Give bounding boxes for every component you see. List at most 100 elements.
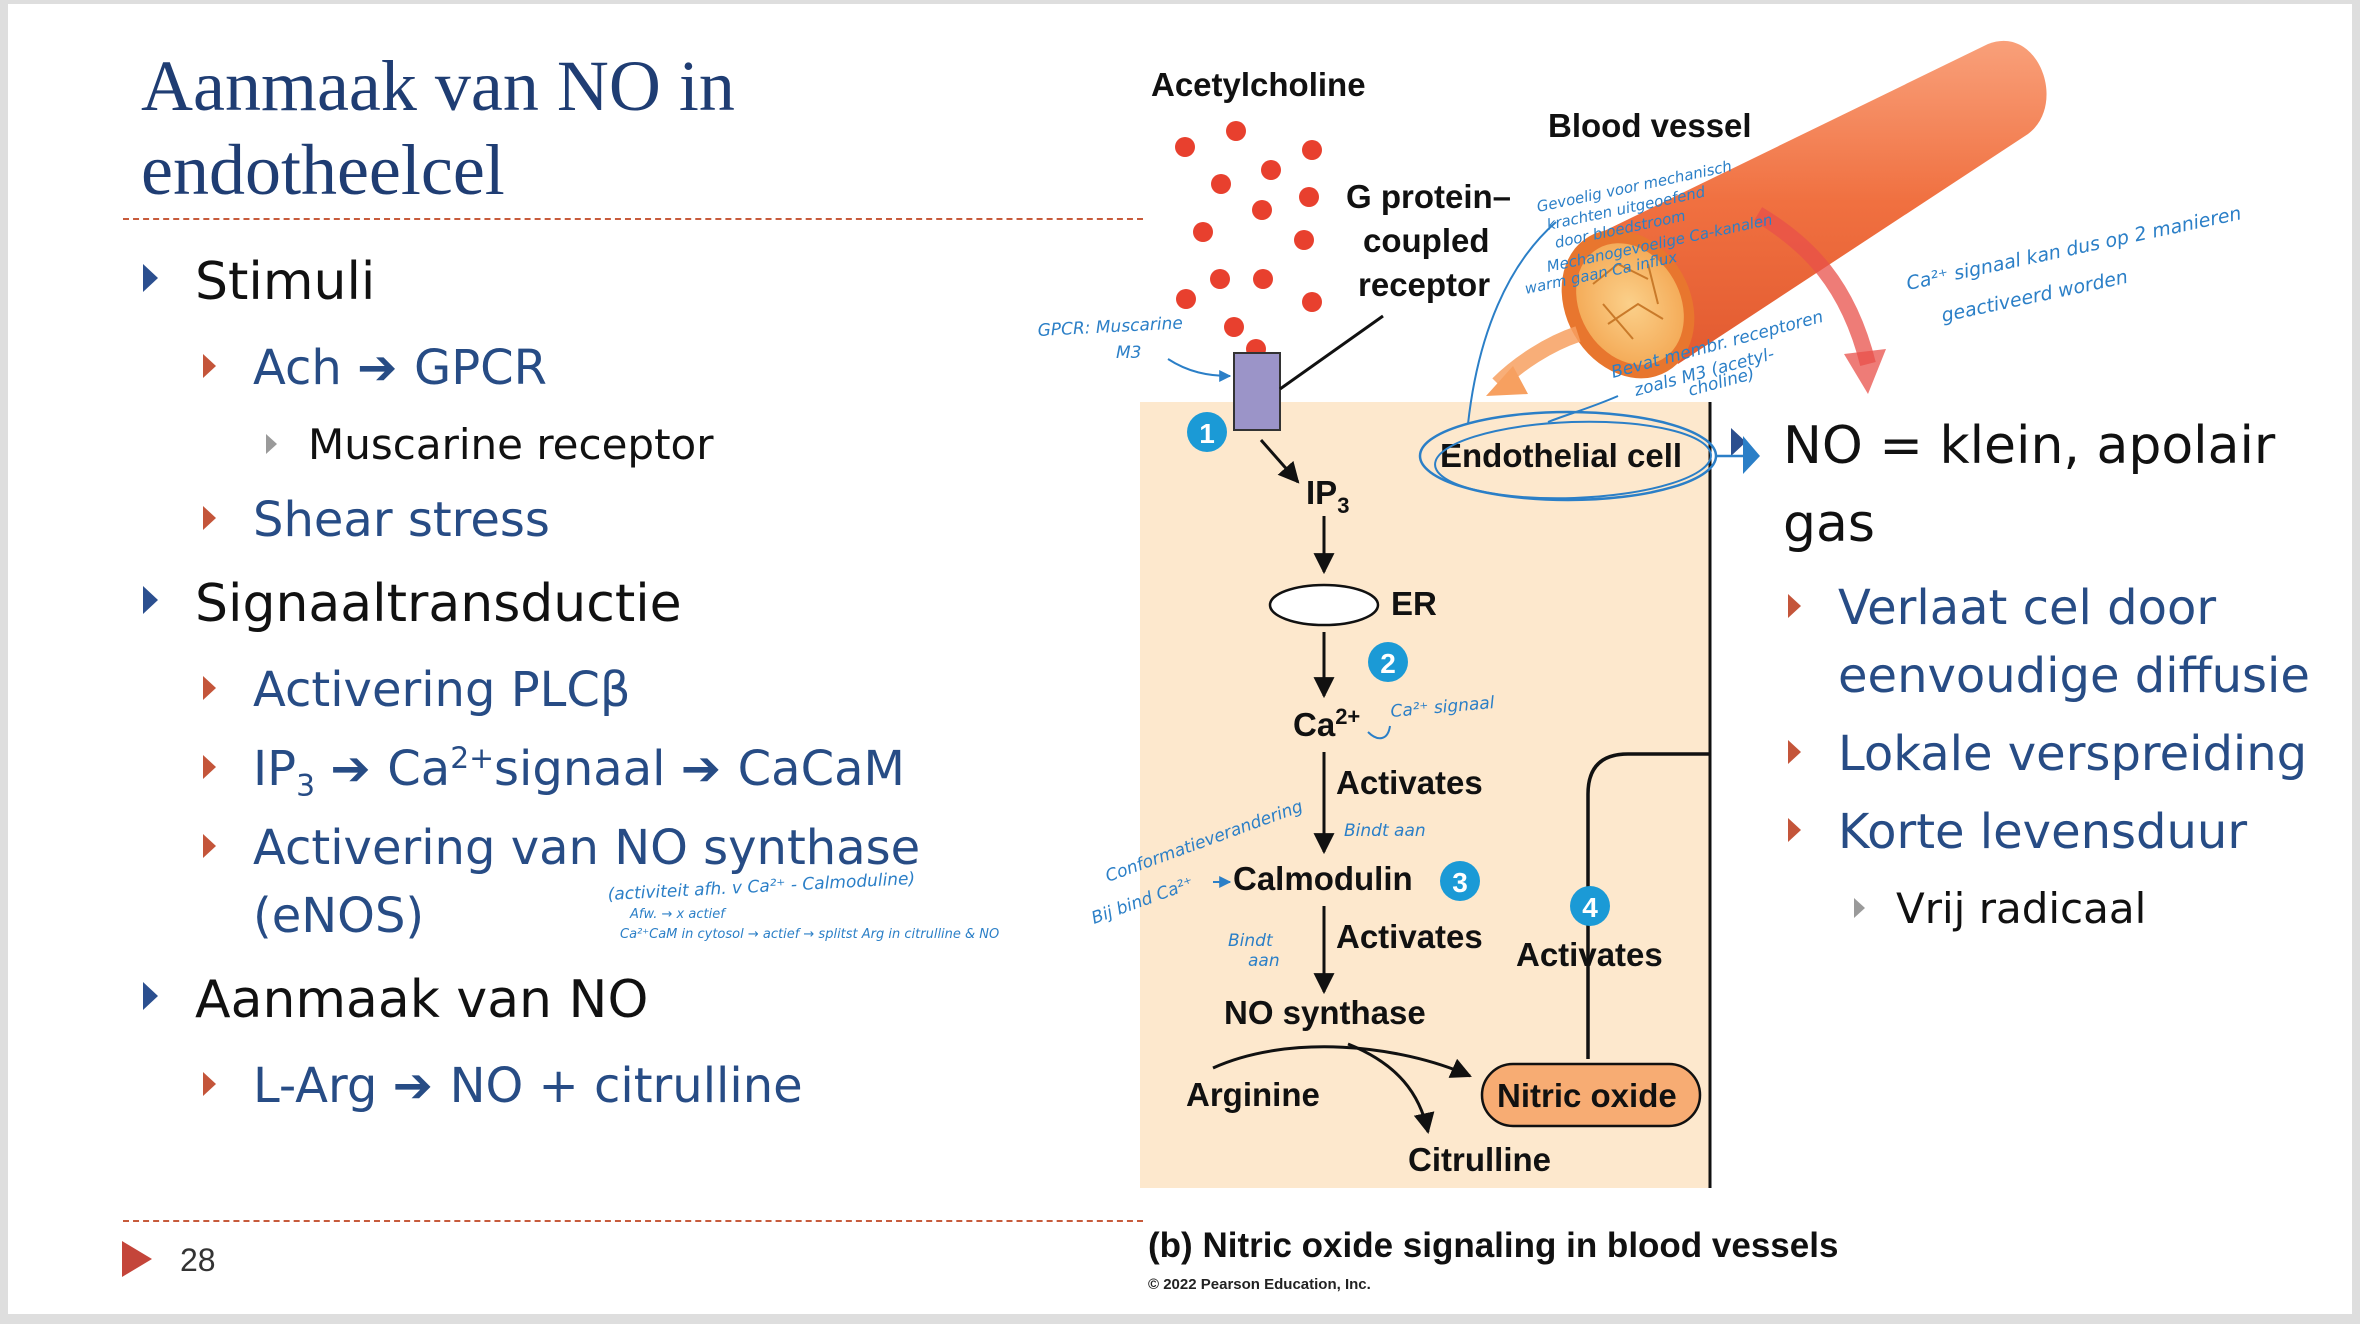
label-activates-2: Activates [1336, 918, 1483, 955]
note-activity-2: Afw. → x actief [629, 907, 727, 922]
label-gpcr-line2: coupled [1363, 222, 1490, 259]
note-gpcr-2: M3 [1116, 343, 1141, 363]
step-badge-4: 4 [1570, 886, 1610, 926]
note-circle-arrowhead-icon [1743, 436, 1760, 474]
slide-title: Aanmaak van NO in endotheelcel [141, 44, 1141, 212]
label-acetylcholine: Acetylcholine [1151, 66, 1366, 103]
note-activity-1: (activiteit afh. v Ca²⁺ - Calmoduline) [607, 869, 915, 905]
label-ca: Ca2+ [1293, 704, 1360, 743]
label-activates-1: Activates [1336, 764, 1483, 801]
bullet-marker-icon [203, 676, 216, 700]
bullet-marker-icon [1731, 428, 1746, 456]
bullet-marker-icon [203, 506, 216, 530]
er-organelle [1268, 583, 1380, 627]
bullet-larg: L-Arg ➔ NO + citrulline [203, 1058, 803, 1114]
bullet-text: Signaaltransductie [195, 574, 682, 634]
bullet-shear-stress: Shear stress [203, 492, 550, 548]
bullet-marker-icon [1788, 818, 1801, 842]
bullet-marker-icon [266, 434, 277, 454]
feedback-line [1586, 752, 1710, 1059]
label-blood-vessel: Blood vessel [1548, 107, 1752, 144]
step-3-number: 3 [1452, 867, 1468, 898]
bullet-text: Verlaat cel door [1838, 580, 2217, 636]
bullet-diffusion-line1: Verlaat cel door [1788, 580, 2217, 636]
arrow-arginine-to-citrulline [1347, 1042, 1435, 1135]
bullet-aanmaak-no: Aanmaak van NO [143, 970, 649, 1030]
bullet-ach: Ach ➔ GPCR [203, 340, 547, 396]
label-nitric-oxide: Nitric oxide [1497, 1077, 1677, 1114]
bullet-no-head-line2: gas [1783, 494, 1875, 554]
label-no-synthase: NO synthase [1224, 994, 1426, 1031]
bullet-short: Korte levensduur [1788, 804, 2248, 860]
note-bind-1: Bindt aan [1344, 821, 1426, 841]
bullet-ip3-cascade: IP3 ➔ Ca2+signaal ➔ CaCaM [203, 741, 905, 804]
note-activity-3: Ca²⁺CaM in cytosol → actief → splitst Ar… [620, 927, 999, 942]
caption-text: Nitric oxide signaling in blood vessels [1202, 1226, 1839, 1265]
label-activates-4: Activates [1516, 936, 1663, 973]
label-gpcr-line3: receptor [1358, 266, 1490, 303]
no-signaling-figure: Acetylcholine Blood vessel G protein– co… [607, 40, 2243, 1188]
bullet-text: (eNOS) [253, 888, 425, 944]
bullet-marker-icon [203, 354, 216, 378]
bullet-nos-line1: Activering van NO synthase [203, 820, 921, 876]
footer-divider [123, 1220, 1143, 1222]
blood-vessel-illustration [1486, 40, 2047, 396]
step-badge-3: 3 [1440, 861, 1480, 901]
label-gpcr-line1: G protein– [1346, 178, 1511, 215]
step-badge-1: 1 [1187, 412, 1227, 452]
page-number: 28 [180, 1242, 216, 1278]
bullet-marker-icon [1788, 594, 1801, 618]
ca-signal-text: signaal [494, 741, 666, 797]
nitric-oxide-pill [1480, 1062, 1702, 1128]
title-line-1: Aanmaak van NO in [141, 46, 735, 126]
note-gpcr-arrow [1167, 358, 1232, 382]
bullet-marker-icon [1854, 898, 1865, 918]
bullet-marker-icon [203, 755, 216, 779]
bullet-diffusion-line2: eenvoudige diffusie [1838, 648, 2310, 704]
bullet-no-head-line1: NO = klein, apolair [1731, 416, 2275, 476]
caption-label: (b) [1148, 1226, 1193, 1265]
step-badge-2: 2 [1368, 642, 1408, 682]
arrow-right-icon: ➔ [392, 1058, 450, 1114]
bullet-marker-icon [203, 1072, 216, 1096]
note-vessel-bracket [1467, 221, 1557, 425]
bullet-marker-icon [1788, 740, 1801, 764]
label-er: ER [1391, 585, 1437, 622]
bullet-text: Korte levensduur [1838, 804, 2248, 860]
step-4-number: 4 [1582, 892, 1598, 923]
bullet-nos-line2: (eNOS) [253, 888, 424, 944]
bullet-text: gas [1783, 494, 1875, 554]
bullet-marker-icon [203, 834, 216, 858]
ip3-subscript: 3 [296, 768, 316, 804]
bullet-signaaltransductie: Signaaltransductie [143, 574, 682, 634]
bullet-plc: Activering PLCβ [203, 662, 631, 718]
bullet-text: eenvoudige diffusie [1838, 648, 2310, 704]
bullet-local: Lokale verspreiding [1788, 726, 2308, 782]
note-bind-2a: Bindt [1228, 931, 1274, 951]
bullet-text: Lokale verspreiding [1838, 726, 2308, 782]
ip3-text: IP [253, 741, 297, 797]
note-ca-arrow [1367, 725, 1391, 740]
note-gpcr-1: GPCR: Muscarine [1037, 313, 1183, 341]
bullet-marker-icon [143, 264, 158, 292]
bullet-stimuli: Stimuli [143, 252, 375, 312]
bullet-text: Aanmaak van NO [195, 970, 649, 1030]
ca-superscript: 2+ [450, 741, 495, 776]
receptor-leader-line [1279, 314, 1384, 391]
arrow-right-icon: ➔ [680, 741, 738, 797]
label-endothelial-cell: Endothelial cell [1440, 437, 1682, 474]
bullet-text: Activering PLCβ [253, 662, 631, 718]
bullet-muscarine: Muscarine receptor [266, 420, 714, 469]
title-divider [123, 218, 1143, 220]
bullet-text: Ach [253, 340, 342, 396]
label-ip3: IP3 [1306, 474, 1349, 518]
step-1-number: 1 [1199, 418, 1215, 449]
label-arginine: Arginine [1186, 1076, 1320, 1113]
bullet-text: CaCaM [737, 741, 905, 797]
bullet-text: Activering van NO synthase [253, 820, 921, 876]
endothelial-cell-box [1140, 402, 1710, 1188]
slide: Aanmaak van NO in endotheelcel Stimuli A… [8, 4, 2352, 1314]
step-2-number: 2 [1380, 648, 1396, 679]
bullet-marker-icon [143, 982, 158, 1010]
arrow-arginine-to-no [1212, 1045, 1472, 1078]
